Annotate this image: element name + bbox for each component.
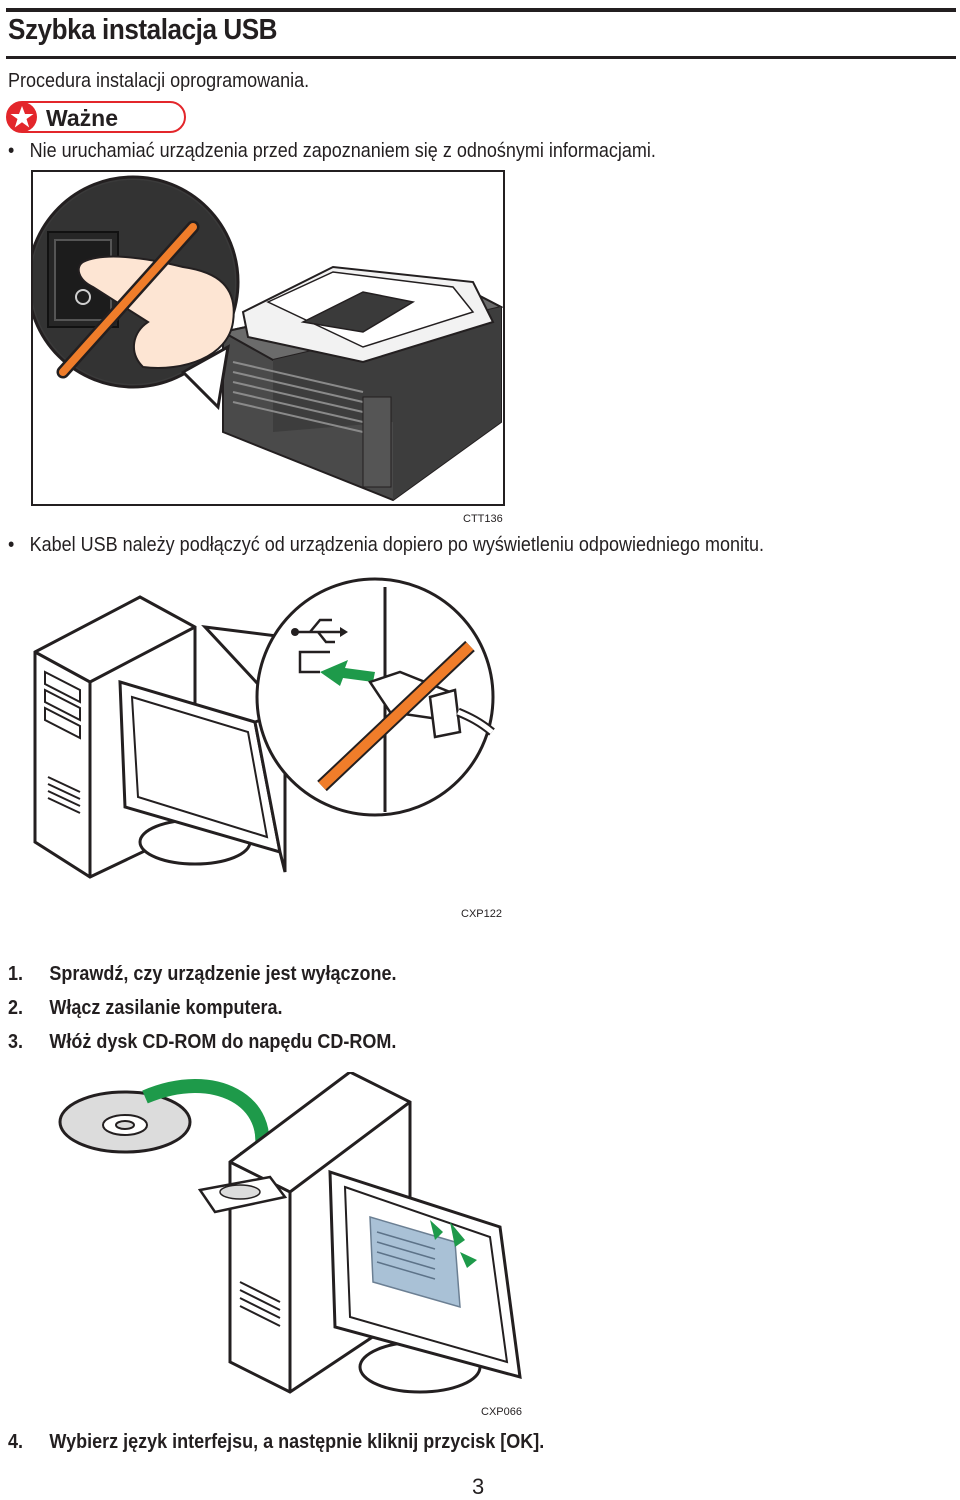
step-item: 3. Włóż dysk CD-ROM do napędu CD-ROM. (8, 1031, 396, 1054)
step-text: Włóż dysk CD-ROM do napędu CD-ROM. (49, 1031, 397, 1053)
header-rule-top (6, 8, 956, 12)
figure-cd-insert (58, 1072, 522, 1394)
step-text: Włącz zasilanie komputera. (49, 997, 283, 1019)
bullet-text: Kabel USB należy podłączyć od urządzenia… (29, 534, 765, 556)
figure-printer-power (26, 170, 505, 506)
step-item: 1. Sprawdź, czy urządzenie jest wyłączone… (8, 963, 397, 986)
bullet-text: Nie uruchamiać urządzenia przed zapoznan… (29, 140, 656, 162)
star-icon (7, 102, 37, 132)
page-number: 3 (472, 1474, 485, 1499)
printer-illustration (26, 175, 504, 502)
bullet-item: • Kabel USB należy podłączyć od urządzeni… (8, 534, 764, 557)
step-number: 1. (8, 963, 24, 985)
step-item: 4. Wybierz język interfejsu, a następnie … (8, 1431, 544, 1454)
figure-usb-warning (33, 577, 495, 879)
step-text: Wybierz język interfejsu, a następnie kl… (49, 1431, 545, 1453)
page-title: Szybka instalacja USB (8, 14, 278, 46)
bullet-dot: • (8, 534, 15, 556)
step-item: 2. Włącz zasilanie komputera. (8, 997, 282, 1020)
figure-code-3: CXP066 (481, 1406, 522, 1418)
step-text: Sprawdź, czy urządzenie jest wyłączone. (49, 963, 397, 985)
important-label: Ważne (46, 105, 118, 131)
bullet-item: • Nie uruchamiać urządzenia przed zapozna… (8, 140, 656, 163)
step-number: 4. (8, 1431, 24, 1453)
intro-text: Procedura instalacji oprogramowania. (8, 70, 310, 92)
important-badge: Ważne (6, 101, 186, 133)
step-number: 2. (8, 997, 24, 1019)
figure-code-2: CXP122 (461, 908, 502, 920)
bullet-dot: • (8, 140, 15, 162)
step-number: 3. (8, 1031, 24, 1053)
header-rule-bottom (6, 56, 956, 59)
figure-code-1: CTT136 (463, 513, 503, 525)
